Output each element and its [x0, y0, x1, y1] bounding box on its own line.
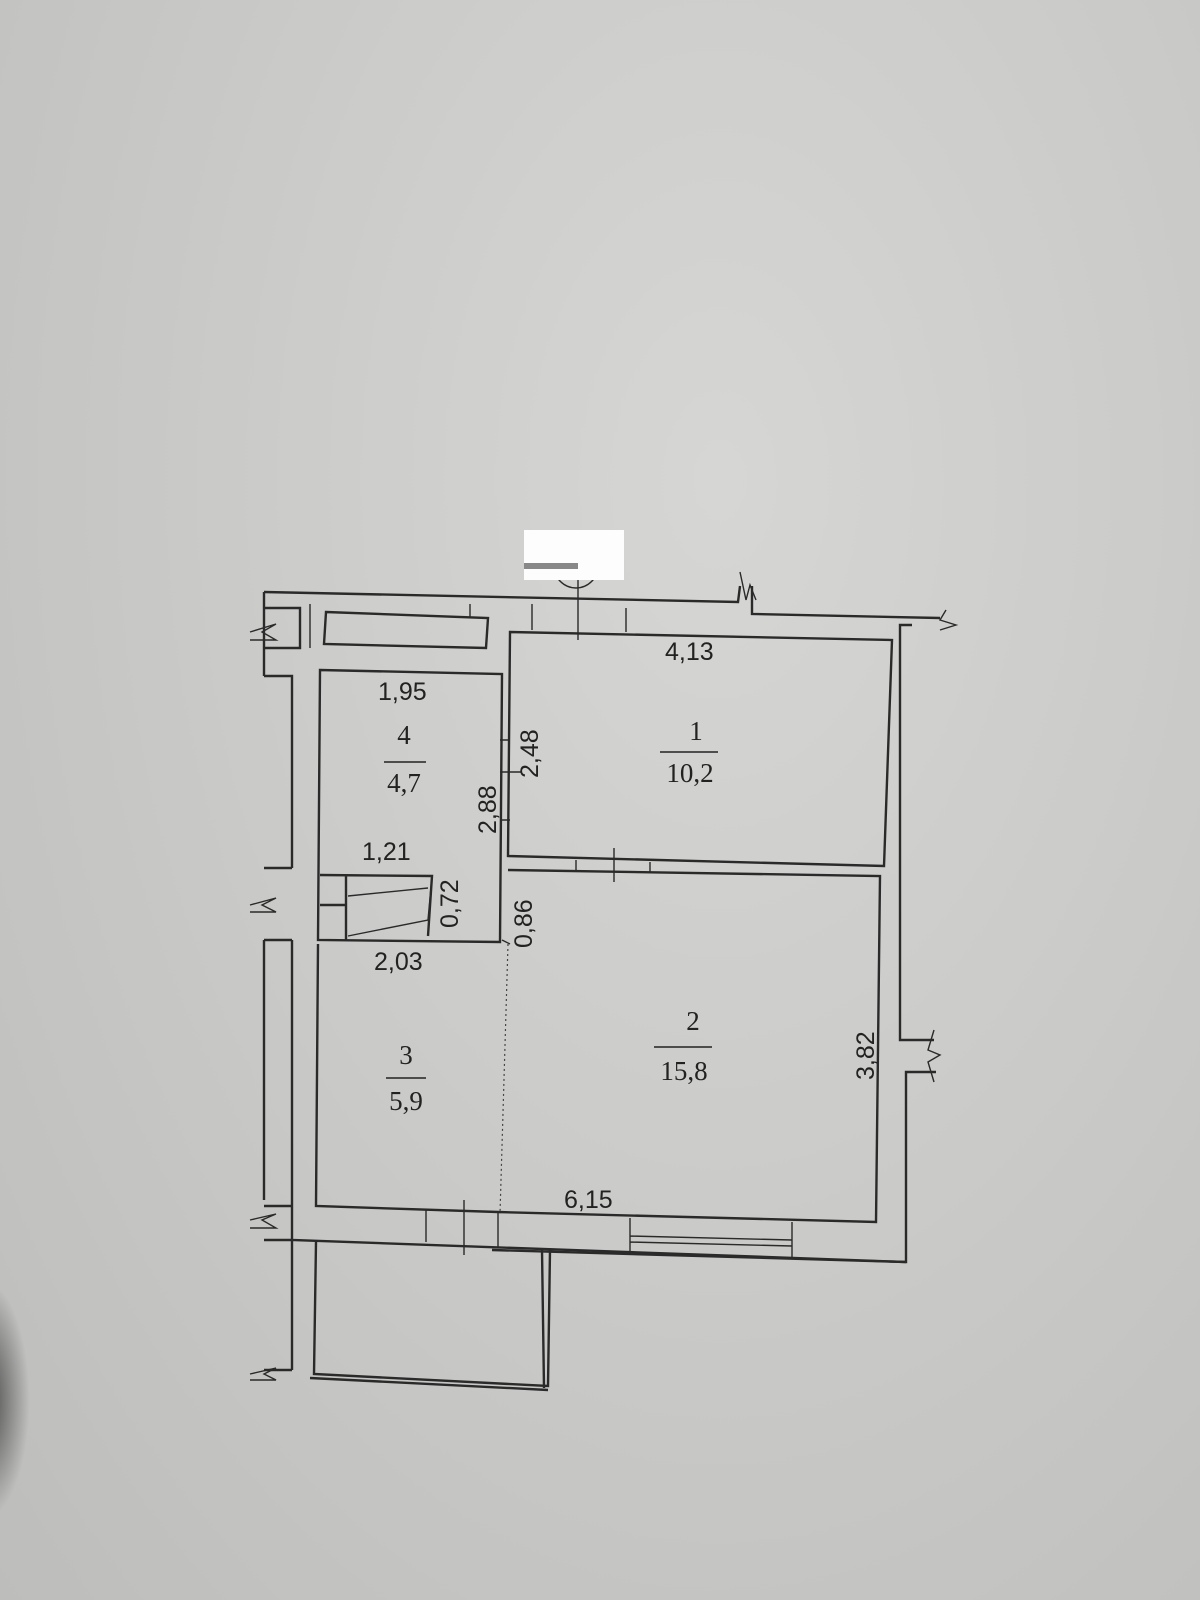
dim-closet-width: 1,21 — [362, 838, 411, 866]
redaction-box — [524, 530, 624, 580]
room-4-outline — [316, 668, 504, 944]
dim-room1-width: 4,13 — [665, 638, 714, 666]
closet — [319, 873, 434, 940]
room-label-1: 1 10,2 — [660, 716, 718, 788]
room-area: 15,8 — [660, 1056, 707, 1086]
room-number: 4 — [397, 720, 411, 750]
room-label-3: 3 5,9 — [386, 1040, 426, 1116]
dim-room2-width: 6,15 — [564, 1186, 613, 1214]
room-1-outline — [506, 630, 894, 868]
room-area: 4,7 — [387, 768, 421, 798]
room-2-outline — [497, 868, 882, 1224]
dim-room3-width: 2,03 — [374, 948, 423, 976]
room-label-4: 4 4,7 — [384, 720, 426, 798]
wall-break-symbols — [249, 571, 959, 1381]
door-room1 — [575, 848, 651, 882]
dim-room2-height: 3,82 — [852, 1031, 880, 1080]
dimension-ticks — [500, 739, 522, 821]
dim-closet-depth: 0,72 — [436, 879, 464, 928]
room-number: 1 — [689, 716, 703, 746]
outer-walls — [262, 585, 941, 1372]
room-label-2: 2 15,8 — [654, 1006, 712, 1086]
room-area: 5,9 — [389, 1086, 423, 1116]
room-divider-dashed — [499, 943, 509, 1215]
balcony — [309, 1241, 552, 1392]
dim-opening: 0,86 — [510, 899, 538, 948]
dim-room4-width: 1,95 — [378, 678, 427, 706]
dim-room1-height: 2,48 — [516, 729, 544, 778]
room-number: 2 — [686, 1006, 700, 1036]
redacted-text — [524, 563, 578, 569]
bottom-wall — [290, 1200, 907, 1264]
room-number: 3 — [399, 1040, 413, 1070]
room-area: 10,2 — [666, 758, 713, 788]
room-3-outline — [314, 943, 499, 1214]
dim-room4-height: 2,88 — [474, 785, 502, 834]
